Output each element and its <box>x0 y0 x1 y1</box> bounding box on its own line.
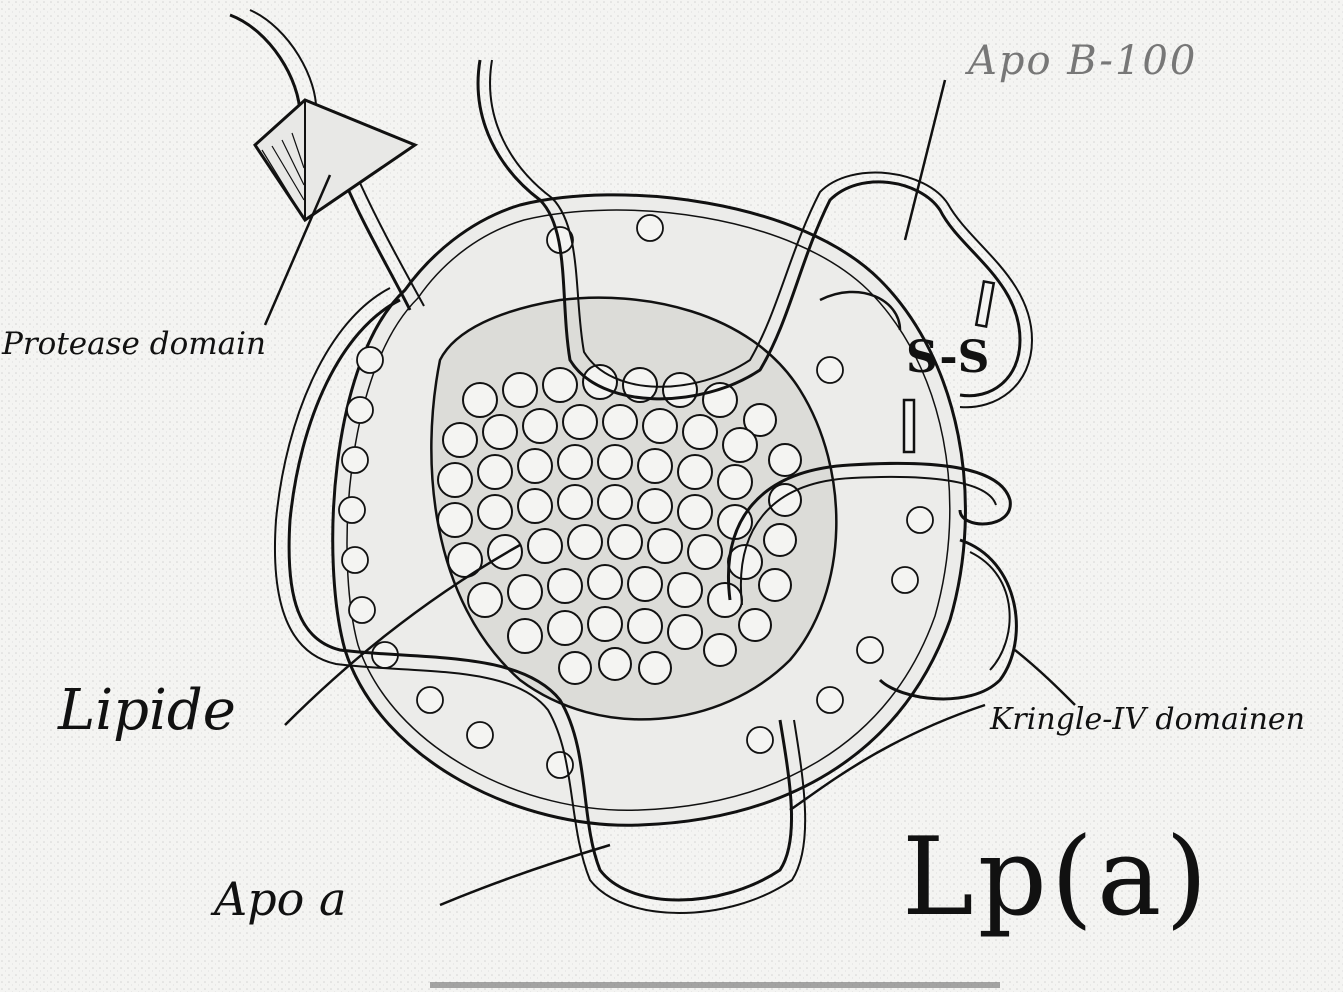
apo-a-label: Apo a <box>214 872 346 926</box>
kringle-label: Kringle-IV domainen <box>990 702 1305 737</box>
protease-domain-label: Protease domain <box>2 326 266 362</box>
lipide-label: Lipide <box>58 678 236 743</box>
diagram-title: Lp(a) <box>902 815 1212 940</box>
disulfide-label: S-S <box>906 332 989 383</box>
apo-b-label: Apo B-100 <box>968 38 1197 84</box>
